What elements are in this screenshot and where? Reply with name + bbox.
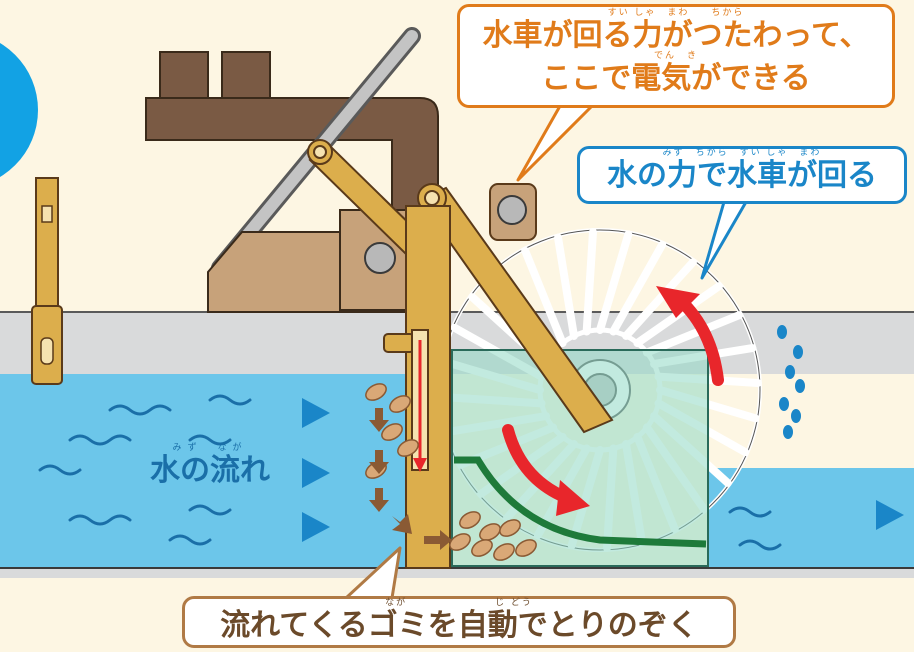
water-flow-text: 水の流れ bbox=[150, 452, 270, 488]
rotation-arrowhead-bottom bbox=[556, 480, 590, 516]
wheel-spoke bbox=[622, 258, 697, 340]
callout-pointers bbox=[344, 104, 748, 600]
water-drops bbox=[777, 325, 805, 439]
channel-floor bbox=[0, 568, 914, 578]
callout-generate-line-2: ここで電気ができる bbox=[541, 60, 811, 96]
wheel-spoke bbox=[582, 228, 597, 336]
leaf bbox=[381, 423, 403, 441]
callout-trash-text: 流れてくるゴミを自動でとりのぞく bbox=[220, 607, 698, 643]
debris-leaves bbox=[365, 383, 537, 561]
leaf bbox=[389, 395, 411, 413]
linkage-arm bbox=[307, 139, 426, 256]
callout-generate-line-1: 水車が回る力がつたわって、 bbox=[482, 17, 870, 53]
callout-power-text: 水の力で水車が回る bbox=[607, 157, 877, 193]
wheel-spoke bbox=[554, 233, 578, 340]
leaf bbox=[499, 519, 521, 537]
callout-water-power: みず ちから すい しゃ まわ 水の力で水車が回る bbox=[577, 146, 907, 204]
leaf bbox=[471, 539, 493, 557]
leaf bbox=[365, 383, 387, 401]
wheel-spoke bbox=[642, 311, 744, 357]
callout-generate-ruby-1: すい しゃ まわ ちから bbox=[607, 8, 745, 18]
blue-circle-decoration bbox=[0, 43, 38, 177]
leaf bbox=[493, 543, 515, 561]
pedestal bbox=[207, 209, 407, 313]
leaf bbox=[515, 539, 537, 557]
leaf bbox=[479, 523, 501, 541]
wheel-spoke bbox=[596, 230, 633, 334]
generator-housing bbox=[145, 51, 439, 215]
flow-arrows bbox=[302, 398, 904, 542]
wheel-spoke bbox=[521, 246, 567, 348]
wave-marks bbox=[38, 394, 782, 551]
leaf bbox=[397, 439, 419, 457]
water-flow-ruby: みず なが bbox=[172, 443, 248, 453]
rotation-arrowhead-top bbox=[656, 286, 700, 318]
water-upstream bbox=[0, 374, 410, 568]
water-flow-label: みず なが 水の流れ bbox=[130, 443, 290, 488]
callout-generate-electricity: すい しゃ まわ ちから 水車が回る力がつたわって、 でん き ここで電気ができ… bbox=[457, 4, 895, 108]
callout-trash-removal: なが じ どう 流れてくるゴミを自動でとりのぞく bbox=[182, 596, 736, 648]
leaf bbox=[459, 511, 481, 529]
leaf bbox=[449, 533, 471, 551]
debris-arrows bbox=[369, 408, 452, 550]
wheel-spoke bbox=[609, 240, 667, 336]
water-gauge bbox=[31, 177, 63, 385]
callout-power-ruby: みず ちから すい しゃ まわ bbox=[662, 148, 822, 158]
callout-trash-ruby: なが じ どう bbox=[385, 598, 533, 608]
callout-generate-ruby-2: でん き bbox=[653, 50, 698, 61]
